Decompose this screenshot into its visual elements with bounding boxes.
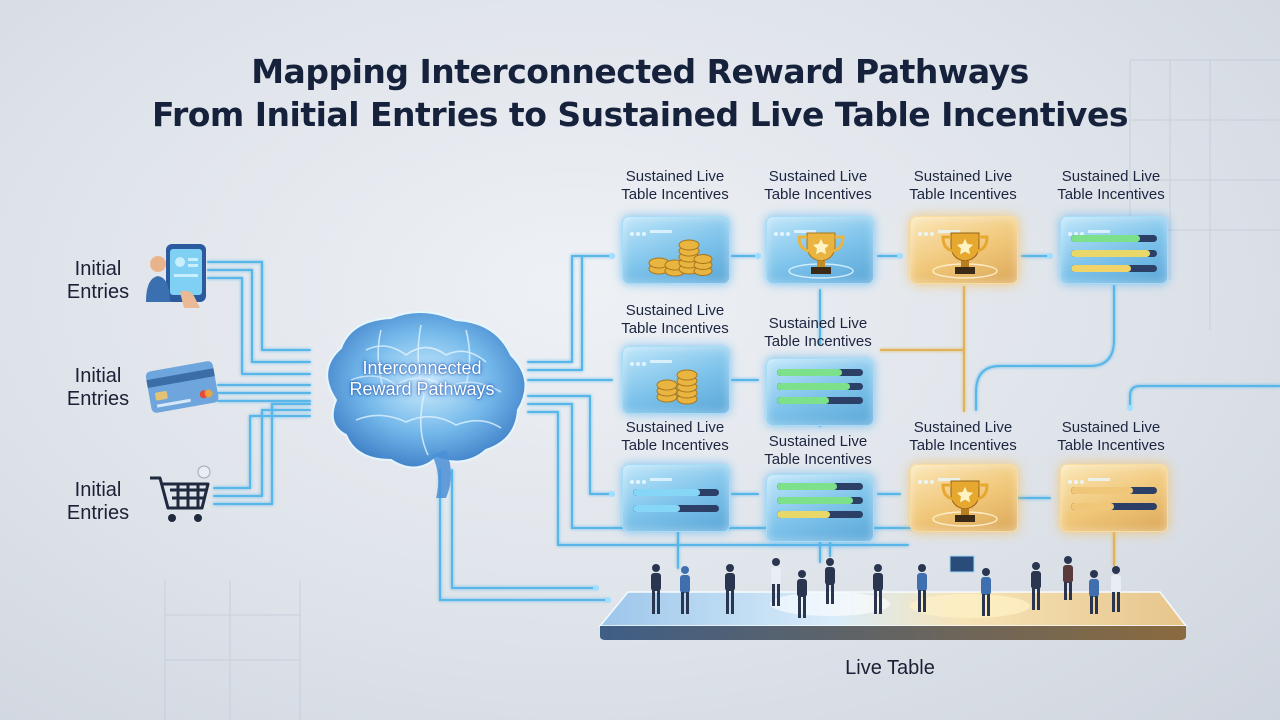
incentive-card-r2c1	[622, 346, 730, 414]
card-label-r3c3-line-2: Table Incentives	[909, 437, 1017, 454]
tablet-user-icon	[144, 242, 210, 315]
card-label-r3c4-line-1: Sustained Live	[1061, 419, 1161, 436]
card-label-r3c4-line-2: Table Incentives	[1057, 437, 1165, 454]
brain-label-line-2: Reward Pathways	[349, 379, 495, 399]
incentive-card-r1c1	[622, 216, 730, 284]
card-label-r2c1-line-2: Table Incentives	[621, 320, 729, 337]
card-label-r3c2-line-2: Table Incentives	[764, 451, 872, 468]
card-label-r3c2-line-1: Sustained Live	[768, 433, 868, 450]
card-label-r1c2-line-2: Table Incentives	[764, 186, 872, 203]
trophy-icon	[788, 232, 854, 279]
entry-label-2-line-2: Entries	[66, 388, 130, 410]
card-label-r3c3-line-1: Sustained Live	[913, 419, 1013, 436]
entry-label-3-line-2: Entries	[66, 502, 130, 524]
incentive-card-r3c3	[910, 464, 1018, 532]
brain-label-line-1: Interconnected	[362, 358, 482, 378]
card-label-r3c1-line-2: Table Incentives	[621, 437, 729, 454]
entry-label-3: Initial Entries	[50, 479, 146, 525]
card-label-r2c2-line-2: Table Incentives	[764, 333, 872, 350]
coins-icon	[648, 239, 713, 277]
trophy-icon	[932, 480, 998, 527]
title-line-1: Mapping Interconnected Reward Pathways	[251, 52, 1029, 91]
brain-label: Interconnected Reward Pathways	[322, 358, 522, 400]
entry-label-2-line-1: Initial	[74, 365, 122, 387]
entry-label-1-line-1: Initial	[74, 258, 122, 280]
card-label-r1c4-line-2: Table Incentives	[1057, 186, 1165, 203]
live-table-platform-icon	[590, 548, 1200, 653]
title-line-2: From Initial Entries to Sustained Live T…	[152, 95, 1128, 134]
credit-card-icon	[144, 358, 220, 419]
card-label-r1c2-line-1: Sustained Live	[768, 168, 868, 185]
card-label-r1c4-line-1: Sustained Live	[1061, 168, 1161, 185]
entry-label-1-line-2: Entries	[66, 281, 130, 303]
card-label-r2c1-line-1: Sustained Live	[625, 302, 725, 319]
entry-label-1: Initial Entries	[50, 258, 146, 304]
card-label-r3c1-line-1: Sustained Live	[625, 419, 725, 436]
card-label-r1c1-line-2: Table Incentives	[621, 186, 729, 203]
incentive-card-r3c4	[1060, 464, 1168, 532]
diagram-title: Mapping Interconnected Reward Pathways F…	[0, 50, 1280, 136]
card-label-r1c1-line-1: Sustained Live	[625, 168, 725, 185]
incentive-card-r2c2	[766, 358, 874, 426]
live-table-label: Live Table	[845, 657, 935, 679]
incentive-card-r1c2	[766, 216, 874, 284]
card-label-r1c3-line-2: Table Incentives	[909, 186, 1017, 203]
incentive-card-r1c4	[1060, 216, 1168, 284]
incentive-card-r3c1	[622, 464, 730, 532]
card-label-r2c2-line-1: Sustained Live	[768, 315, 868, 332]
incentive-card-r1c3	[910, 216, 1018, 284]
entry-label-2: Initial Entries	[50, 365, 146, 411]
card-label-r1c3-line-1: Sustained Live	[913, 168, 1013, 185]
incentive-card-r3c2	[766, 474, 874, 542]
trophy-icon	[932, 232, 998, 279]
entry-label-3-line-1: Initial	[74, 479, 122, 501]
brain-icon	[296, 300, 546, 505]
shopping-cart-icon	[148, 464, 216, 533]
coins-icon	[656, 369, 698, 405]
